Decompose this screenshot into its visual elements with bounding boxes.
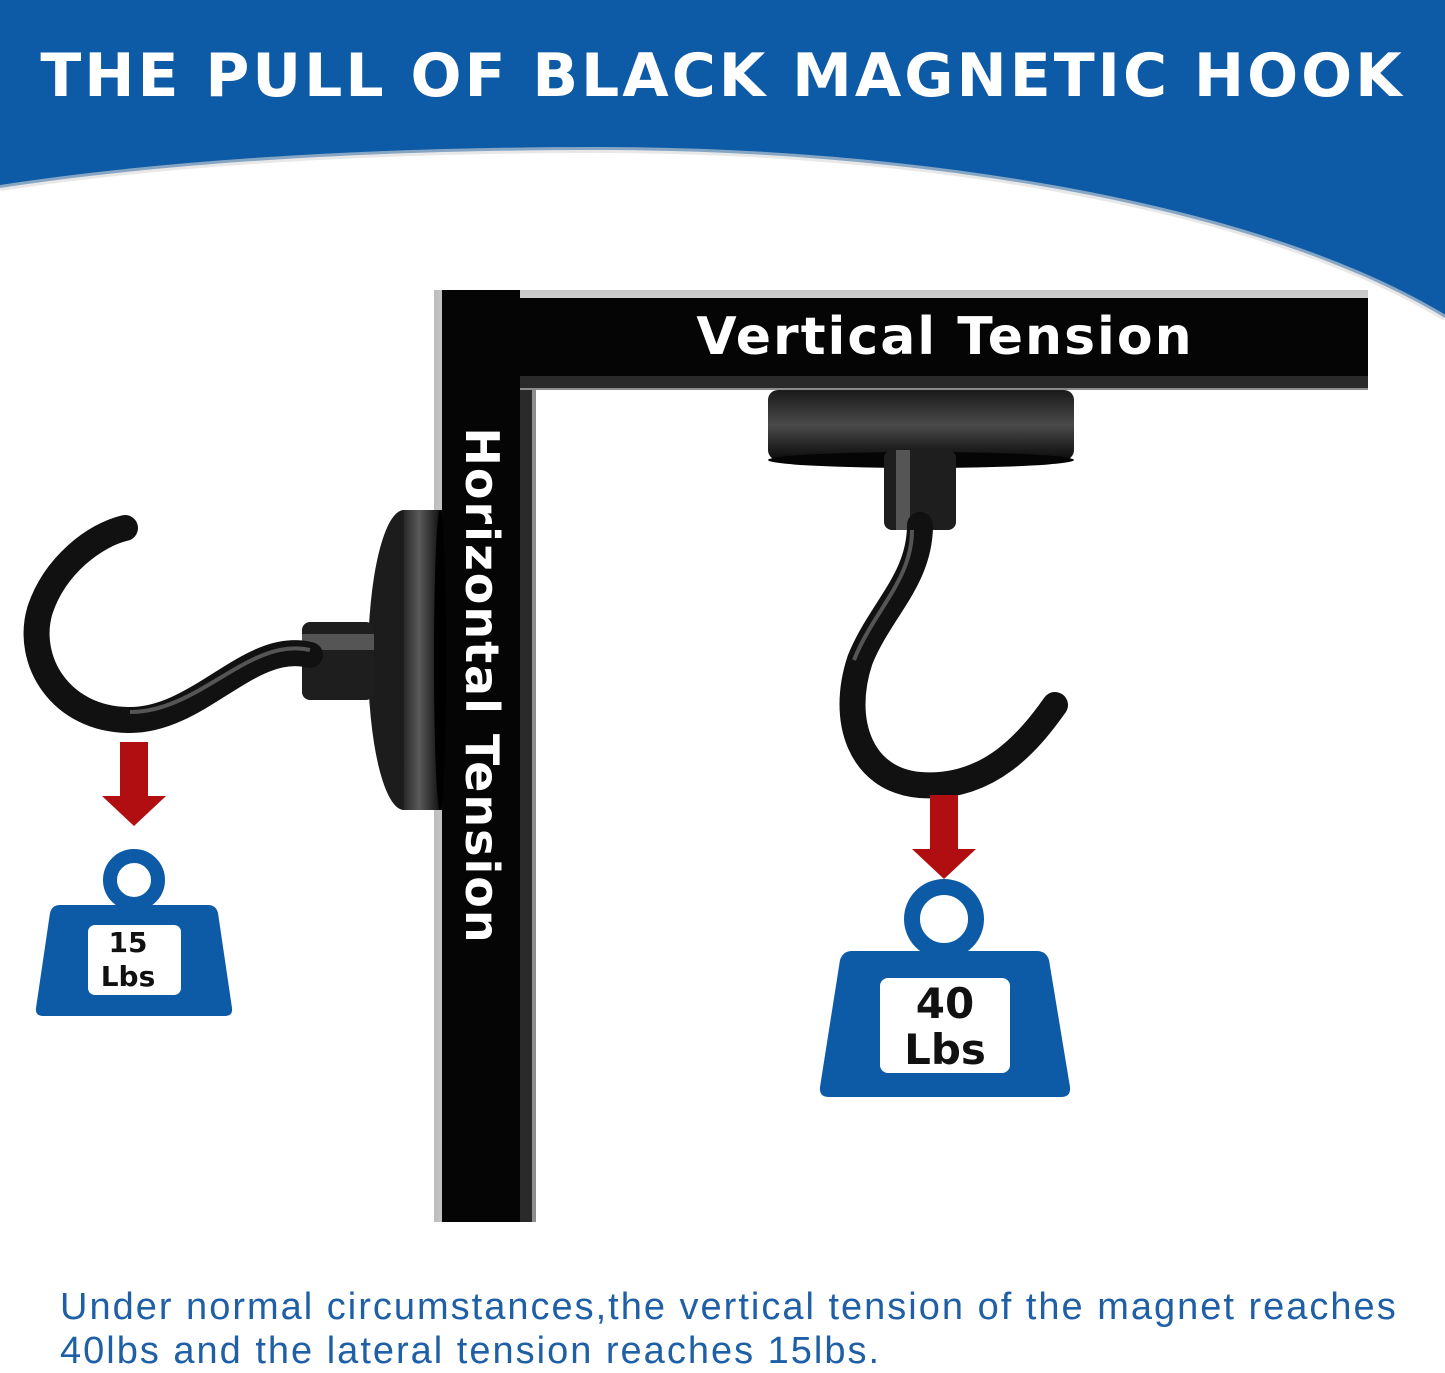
vertical-steel-bar: [434, 290, 536, 1222]
ceiling-hook: [839, 512, 1068, 799]
left-down-arrow: [102, 742, 166, 826]
small-weight-unit: Lbs: [100, 960, 156, 993]
big-weight-unit: Lbs: [904, 1025, 986, 1074]
right-down-arrow: [912, 795, 976, 879]
small-weight: [35, 849, 233, 1016]
small-weight-value: 15: [108, 926, 148, 959]
big-weight-value: 40: [915, 979, 975, 1028]
vertical-tension-label: Vertical Tension: [696, 307, 1194, 367]
side-hook: [23, 515, 323, 734]
ceiling-magnet: [768, 390, 1074, 530]
page-title: THE PULL OF BLACK MAGNETIC HOOK: [40, 41, 1405, 111]
side-magnet: [302, 510, 446, 810]
big-weight: [819, 879, 1071, 1097]
horizontal-steel-bar: [520, 290, 1368, 390]
horizontal-tension-label: Horizontal Tension: [455, 427, 509, 945]
header-banner: [0, 0, 1445, 321]
caption-text: Under normal circumstances,the vertical …: [60, 1286, 1398, 1372]
